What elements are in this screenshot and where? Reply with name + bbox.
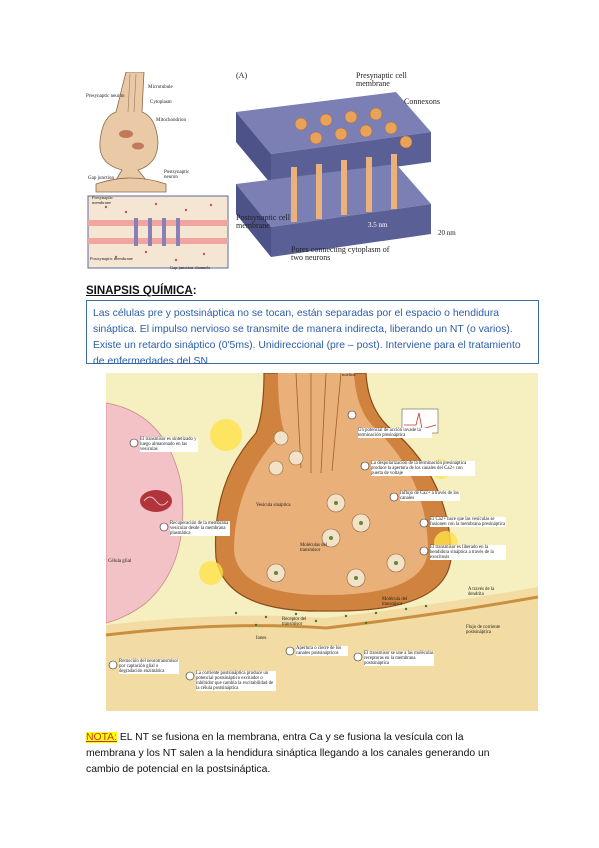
step-2-number: 2 <box>350 413 354 419</box>
label-gap-junction: Gap junction <box>88 176 114 181</box>
step-11-number: 11 <box>161 525 168 531</box>
label-postsynaptic-membrane-small: Postsynaptic membrane <box>90 256 133 261</box>
step-8-number: 8 <box>288 649 292 655</box>
step-3-number: 3 <box>363 464 367 470</box>
step-5-text: El Ca2+ hace que las vesículas se fusion… <box>430 517 506 528</box>
step-4-number: 4 <box>392 495 396 501</box>
label-mielina: mielina <box>342 372 356 377</box>
label-presynaptic-cell-membrane: Presynaptic cell membrane <box>356 71 407 89</box>
step-9-number: 9 <box>188 674 192 680</box>
step-10-text: Remoción del neurotransmisor por captaci… <box>119 659 179 675</box>
note-paragraph: NOTA: EL NT se fusiona en la membrana, e… <box>86 730 516 778</box>
step-8-text: Apertura o cierre de los canales postsin… <box>296 646 348 657</box>
label-dendrita: A través de la dendrita <box>468 587 495 598</box>
chemical-synapse-figure: 1 2 3 4 5 6 7 8 9 10 11 mielina El trans… <box>105 372 539 711</box>
label-postsynaptic-cell-membrane: Postsynaptic cell membrane <box>236 213 290 231</box>
step-7-number: 7 <box>356 655 360 661</box>
heading-colon: : <box>192 285 197 297</box>
step-10-number: 10 <box>110 663 117 669</box>
note-text: EL NT se fusiona en la membrana, entra C… <box>86 732 490 775</box>
label-iones: Iones <box>256 636 267 641</box>
label-moleculas: Moléculas del transmisor <box>300 543 328 554</box>
step-9-text: La corriente postsináptica produce un po… <box>196 671 276 692</box>
label-pores: Pores connecting cytoplasm of two neuron… <box>291 245 390 263</box>
label-celula-glial: Célula glial <box>108 559 132 564</box>
gap-junction-illustration <box>87 71 431 269</box>
panel-letter: (A) <box>236 71 248 80</box>
label-cytoplasm: Cytoplasm <box>150 100 172 105</box>
step-3-text: La despolarización de la terminación pre… <box>371 461 475 477</box>
label-molecula-transmisor: Molécula del transmisor <box>382 597 408 608</box>
step-1-number: 1 <box>132 441 136 447</box>
step-5-number: 5 <box>422 521 426 527</box>
label-presynaptic-neuron: Presynaptic neuron <box>86 94 125 99</box>
step-6-number: 6 <box>422 549 426 555</box>
note-tag: NOTA: <box>86 732 117 743</box>
step-2-text: Un potencial de acción invade la termina… <box>358 428 432 439</box>
top-figure: Presynaptic neuron Microtubule Cytoplasm… <box>86 71 526 277</box>
heading-title: SINAPSIS QUÍMICA <box>86 285 193 297</box>
label-mitochondrion: Mitochondrion <box>156 118 186 123</box>
step-11-text: Recuperación de la membrana vesicular de… <box>170 521 230 537</box>
label-flujo: Flujo de corriente postsináptica <box>466 625 501 636</box>
definition-box: Las células pre y postsináptica no se to… <box>86 300 539 367</box>
label-microtubule: Microtubule <box>148 85 173 90</box>
label-receptor: Receptor del transmisor <box>282 617 307 628</box>
label-gap-junction-channels: Gap junction channels <box>170 265 211 270</box>
definition-text: Las células pre y postsináptica no se to… <box>93 308 521 367</box>
step-1-text: El transmisor es sintetizado y luego alm… <box>140 437 198 453</box>
label-presynaptic-membrane: Presynaptic membrane <box>92 195 113 205</box>
label-connexons: Connexons <box>404 97 440 106</box>
label-20nm: 20 nm <box>438 229 456 237</box>
step-6-text: El transmisor es liberado en la hendidur… <box>430 545 506 561</box>
label-postsynaptic-neuron: Postsynaptic neuron <box>164 170 190 181</box>
section-heading: SINAPSIS QUÍMICA: <box>86 285 197 297</box>
label-vesicula: Vesícula sináptica <box>256 503 291 508</box>
label-3-5nm: 3.5 nm <box>368 221 388 229</box>
step-7-text: El transmisor se une a las moléculas rec… <box>364 651 434 667</box>
step-4-text: Influjo de Ca2+ a través de los canales <box>400 491 460 502</box>
